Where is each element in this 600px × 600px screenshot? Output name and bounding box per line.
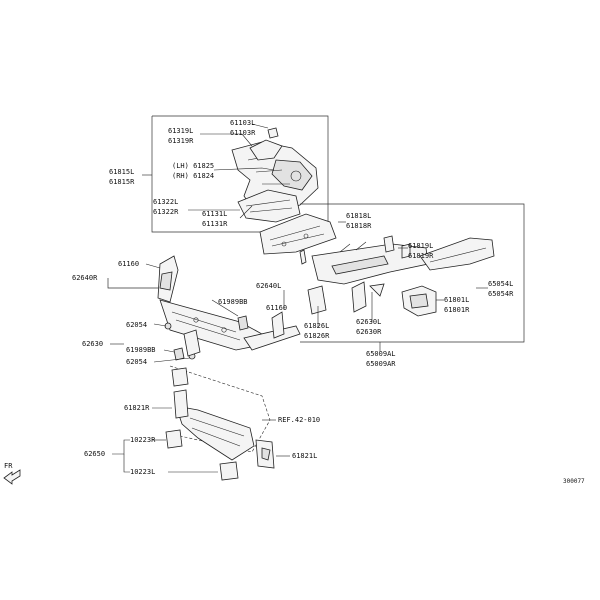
label-61319L: 61319L	[168, 127, 193, 135]
bracket-62630-part	[351, 281, 385, 313]
label-61818R: 61818R	[346, 222, 372, 230]
label-65054L: 65054L	[488, 280, 513, 288]
label-61160-right: 61160	[266, 304, 287, 312]
label-61322R: 61322R	[153, 208, 179, 216]
extension-61819-part	[419, 237, 495, 271]
label-10223R: 10223R	[130, 436, 156, 444]
side-member-61818-part	[259, 213, 337, 255]
label-61989BB-bottom: 61989BB	[126, 346, 156, 354]
radiator-support-frame	[107, 278, 158, 289]
label-61322L: 61322L	[153, 198, 178, 206]
label-62630L: 62630L	[356, 318, 381, 326]
label-61160-left: 61160	[118, 260, 139, 268]
upper-bracket-61319-part	[249, 127, 283, 161]
small-clips-part	[299, 235, 411, 265]
label-65009AR: 65009AR	[366, 360, 396, 368]
label-61131R: 61131R	[202, 220, 228, 228]
label-62640L: 62640L	[256, 282, 281, 290]
label-62650: 62650	[84, 450, 105, 458]
label-fr: FR	[4, 462, 13, 470]
label-61824: (RH) 61824	[172, 172, 214, 180]
side-member-frame	[300, 203, 525, 343]
plate-61826-part	[307, 285, 327, 315]
radiator-support-stay-part	[243, 311, 301, 351]
bolt-61989BB-part	[173, 315, 249, 361]
label-61821L: 61821L	[292, 452, 317, 460]
label-62630R: 62630R	[356, 328, 382, 336]
label-61826L: 61826L	[304, 322, 329, 330]
side-member-65009-part	[311, 241, 429, 285]
label-61815L: 61815L	[109, 168, 134, 176]
bracket-61821R-part	[173, 389, 189, 419]
bracket-61801-part	[401, 285, 437, 317]
label-61989BB-top: 61989BB	[218, 298, 248, 306]
bracket-61821L-part	[255, 439, 275, 469]
label-62054-top: 62054	[126, 321, 147, 329]
wheelhouse-panel-part	[231, 141, 319, 213]
radiator-support-side-part	[157, 255, 179, 303]
label-ref: REF.42-010	[278, 416, 320, 424]
label-61801L: 61801L	[444, 296, 469, 304]
bracket-62630-left-part	[183, 329, 201, 357]
label-61819L: 61819L	[408, 242, 433, 250]
label-61103R: 61103R	[230, 129, 256, 137]
crossmember-62650-part	[175, 405, 255, 461]
label-62630: 62630	[82, 340, 103, 348]
label-61819R: 61819R	[408, 252, 434, 260]
label-61821R: 61821R	[124, 404, 150, 412]
label-65009AL: 65009AL	[366, 350, 396, 358]
label-61319R: 61319R	[168, 137, 194, 145]
label-61818L: 61818L	[346, 212, 371, 220]
apron-61322-part	[237, 189, 301, 223]
bracket-10223R-part	[165, 429, 183, 449]
front-arrow-icon	[3, 469, 21, 485]
label-65054R: 65054R	[488, 290, 514, 298]
label-61825: (LH) 61825	[172, 162, 214, 170]
diagram-id: 300077	[563, 478, 585, 485]
label-61826R: 61826R	[304, 332, 330, 340]
label-62640R: 62640R	[72, 274, 98, 282]
label-61131L: 61131L	[202, 210, 227, 218]
label-61801R: 61801R	[444, 306, 470, 314]
label-62054-bottom: 62054	[126, 358, 147, 366]
label-61103L: 61103L	[230, 119, 255, 127]
label-61815R: 61815R	[109, 178, 135, 186]
bracket-10223L-part	[219, 461, 239, 481]
label-10223L: 10223L	[130, 468, 155, 476]
